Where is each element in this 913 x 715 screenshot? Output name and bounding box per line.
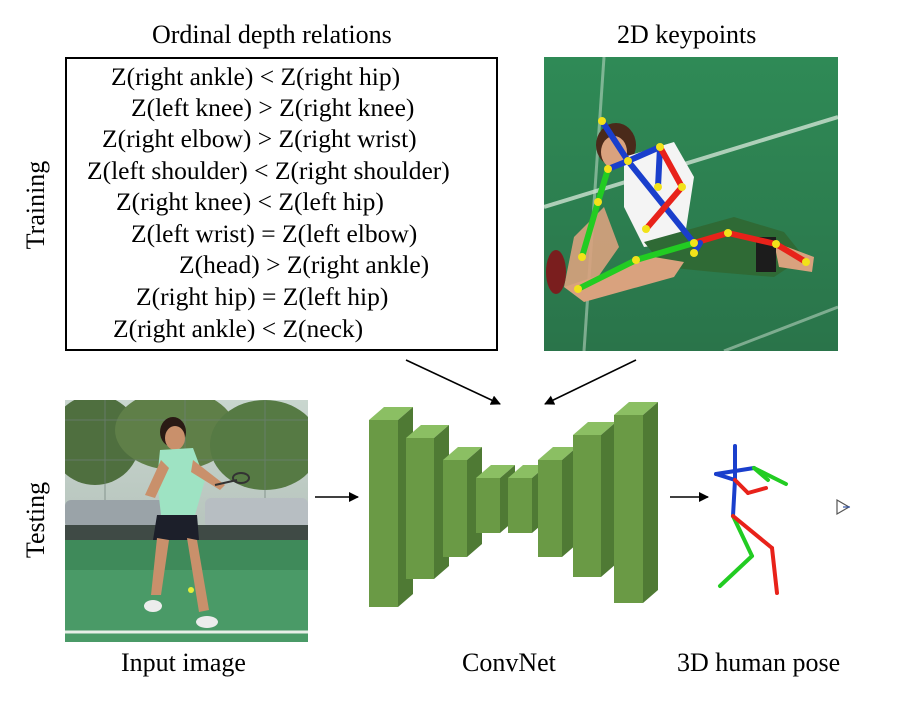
convnet-block-5 bbox=[508, 465, 547, 533]
relations-box bbox=[65, 57, 498, 351]
convnet-block-3 bbox=[443, 447, 482, 557]
arrow-relations-to-convnet bbox=[405, 359, 501, 405]
relation-line: Z(right ankle) < Z(neck) bbox=[113, 314, 364, 343]
testing-label: Testing bbox=[21, 481, 50, 559]
relation-line: Z(right knee) < Z(left hip) bbox=[116, 187, 384, 216]
relation-line: Z(head) > Z(right ankle) bbox=[179, 250, 430, 279]
cursor-icon bbox=[836, 498, 851, 516]
training-label: Training bbox=[21, 160, 50, 250]
convnet-diagram bbox=[369, 402, 658, 607]
convnet-caption: ConvNet bbox=[462, 648, 556, 677]
keypoints-heading: 2D keypoints bbox=[617, 20, 757, 49]
relation-line: Z(right elbow) > Z(right wrist) bbox=[102, 124, 417, 153]
convnet-block-2 bbox=[406, 425, 449, 579]
convnet-block-7 bbox=[573, 422, 616, 577]
convnet-block-6 bbox=[538, 447, 577, 557]
relation-line: Z(right ankle) < Z(right hip) bbox=[111, 62, 401, 91]
relation-line: Z(left shoulder) < Z(right shoulder) bbox=[87, 156, 450, 185]
convnet-block-1 bbox=[369, 407, 413, 607]
pose-skeleton bbox=[714, 444, 788, 595]
relation-line: Z(right hip) = Z(left hip) bbox=[136, 282, 389, 311]
convnet-block-4 bbox=[476, 465, 515, 533]
relation-line: Z(left wrist) = Z(left elbow) bbox=[131, 219, 418, 248]
input-image bbox=[65, 400, 308, 642]
pose-caption: 3D human pose bbox=[677, 648, 841, 677]
keypoints-photo bbox=[544, 57, 838, 351]
input-caption: Input image bbox=[121, 648, 246, 677]
convnet-block-8 bbox=[614, 402, 658, 603]
relation-line: Z(left knee) > Z(right knee) bbox=[131, 93, 415, 122]
arrow-keypoints-to-convnet bbox=[544, 359, 637, 405]
relations-heading: Ordinal depth relations bbox=[152, 20, 392, 49]
